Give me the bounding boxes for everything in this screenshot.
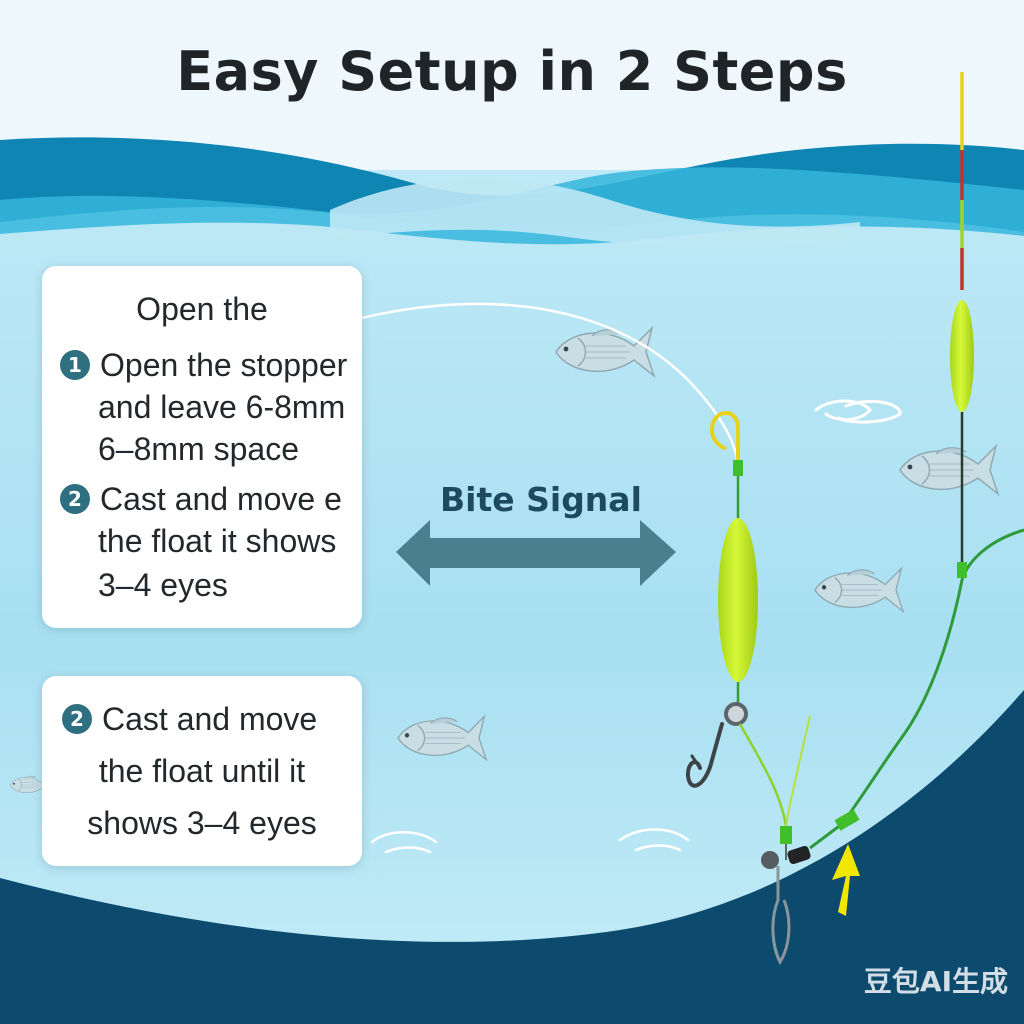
card2-line-3: shows 3–4 eyes	[87, 805, 317, 841]
bite-signal-label: Bite Signal	[440, 480, 642, 519]
step2-line-1: Cast and move e	[100, 481, 342, 517]
watermark: 豆包AI生成	[863, 965, 1008, 998]
step2-line-2: the float it shows	[98, 523, 337, 559]
step1-badge: 1	[60, 350, 90, 380]
card2-row: 2 Cast and move	[62, 698, 317, 740]
snap-clip	[771, 866, 791, 966]
card2-line-1: Cast and move	[102, 701, 318, 737]
yellow-hook	[709, 411, 740, 472]
page-title: Easy Setup in 2 Steps	[176, 40, 848, 103]
step2-badge: 2	[60, 484, 90, 514]
card2-badge: 2	[62, 704, 92, 734]
card2-line-2: the float until it	[98, 753, 306, 789]
stopper-bead-top	[733, 460, 743, 476]
ripple-1	[814, 399, 902, 424]
step1-line-1: Open the stopper	[100, 347, 348, 383]
step2-row: 2 Cast and move e	[60, 478, 342, 520]
yellow-pointer-arrow	[832, 844, 860, 916]
step-card-2: 2 Cast and move the float until it shows…	[42, 676, 362, 866]
step1-row: 1 Open the stopper	[60, 344, 347, 386]
step1-line-2: and leave 6-8mm	[98, 389, 346, 425]
ripple-3	[618, 828, 690, 852]
swivel-ring	[724, 702, 748, 726]
rig-line-1	[738, 723, 788, 827]
step2-line-3: 3–4 eyes	[98, 567, 228, 603]
bite-signal-arrow	[396, 520, 676, 586]
fishing-line-white	[361, 302, 740, 471]
green-bead	[834, 809, 860, 831]
sinker-ball	[761, 851, 779, 869]
hook-barb	[690, 754, 702, 770]
step1-line-3: 6–8mm space	[98, 431, 299, 467]
deep-water	[0, 690, 1024, 1024]
card1-heading: Open the	[136, 291, 268, 327]
rig-line-2	[785, 715, 811, 827]
step-card-1: Open the 1 Open the stopper and leave 6-…	[42, 266, 362, 628]
ripple-2	[370, 831, 438, 854]
rig-bead	[780, 826, 792, 844]
central-float	[718, 518, 758, 682]
sinker-weight	[787, 845, 811, 865]
right-stopper-bead	[957, 562, 967, 578]
green-main-line	[809, 528, 1024, 850]
tall-float-body	[950, 300, 974, 412]
wave-foam	[330, 178, 860, 248]
